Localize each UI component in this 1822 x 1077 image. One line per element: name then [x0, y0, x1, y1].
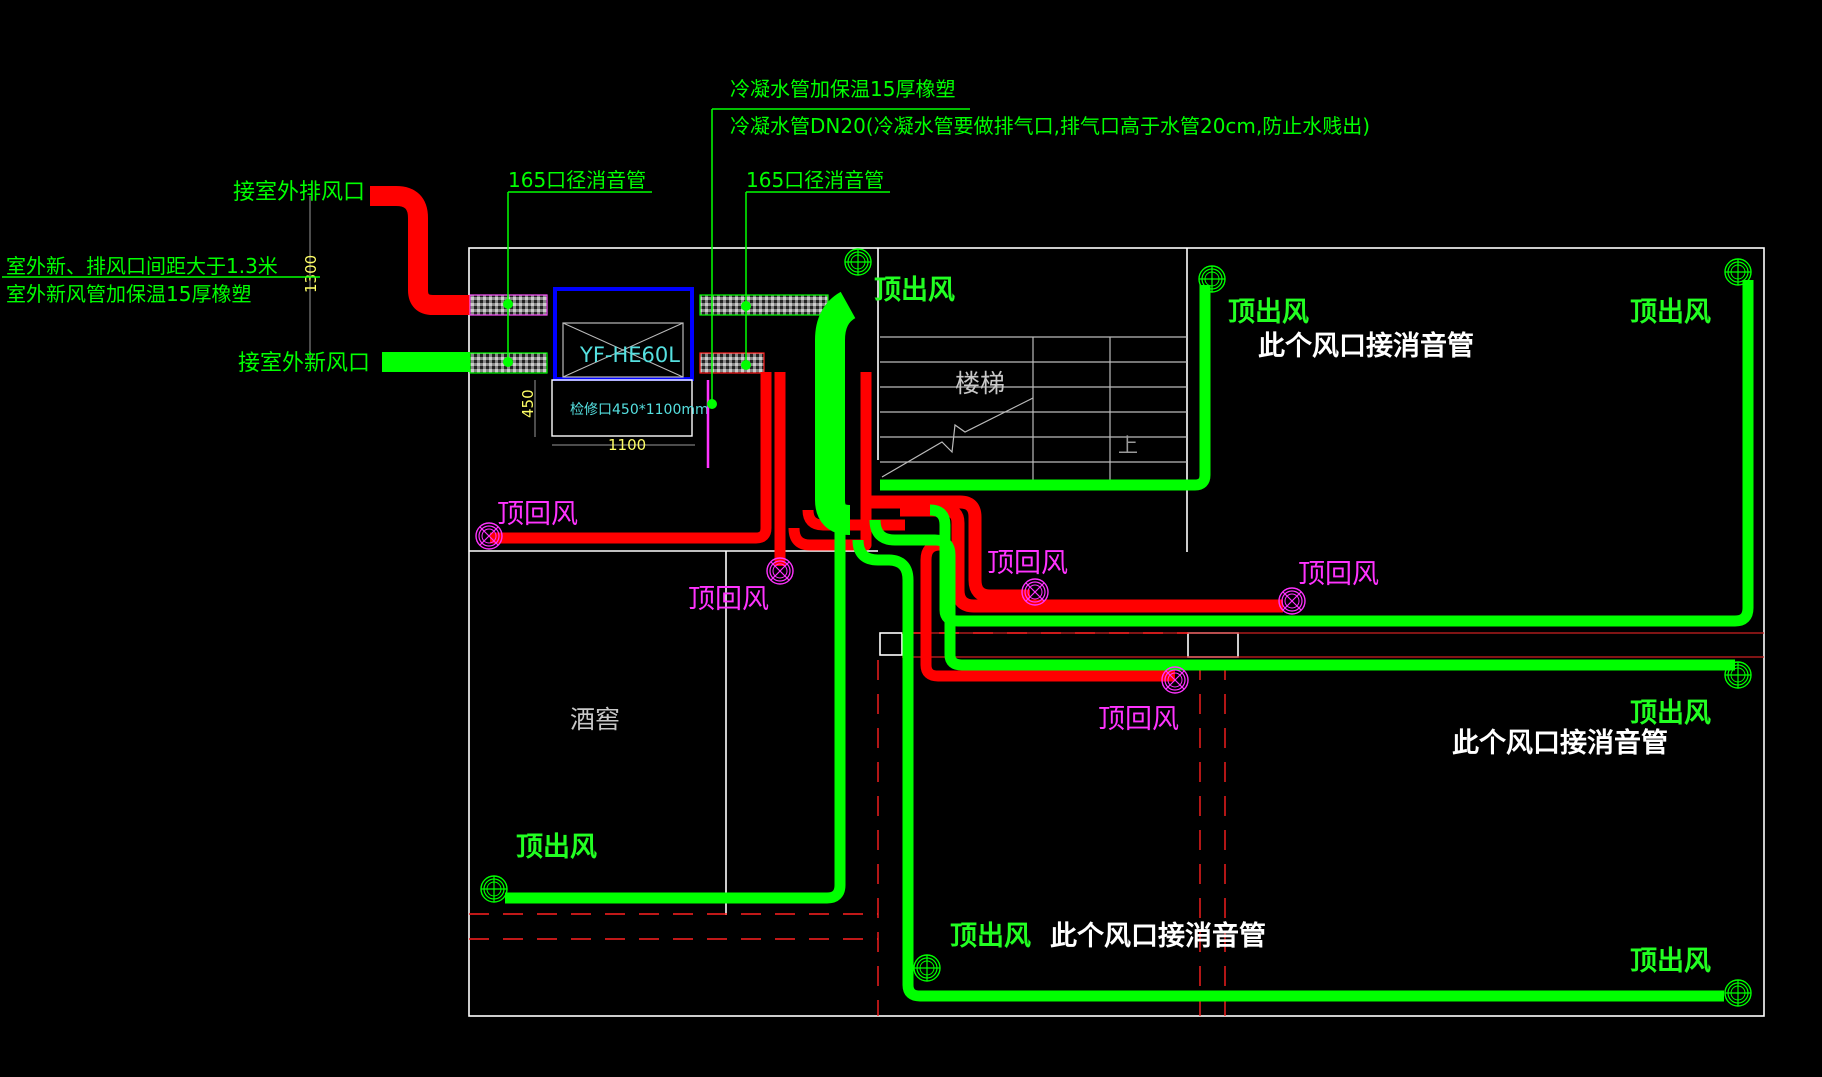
supply-label: 顶出风 — [1630, 698, 1711, 729]
staircase: 楼梯 上 — [880, 336, 1187, 483]
supply-diffuser — [1724, 661, 1752, 689]
return-ducts — [490, 372, 1283, 682]
unit-frame — [553, 287, 694, 381]
supply-diffuser — [1198, 265, 1226, 293]
access-panel-label: 检修口450*1100mm — [570, 402, 709, 418]
supply-label: 顶出风 — [1228, 297, 1309, 328]
silencer-required-note: 此个风口接消音管 — [1258, 330, 1474, 362]
supply-label: 顶出风 — [516, 832, 597, 863]
note-silencer-left: 165口径消音管 — [508, 168, 646, 192]
stair-up-label: 上 — [1118, 433, 1138, 457]
outer-wall — [468, 247, 1765, 1017]
note-insulation: 室外新风管加保温15厚橡塑 — [6, 282, 251, 306]
supply-label: 顶出风 — [950, 921, 1031, 952]
column — [1187, 632, 1239, 658]
note-condensate-pipe: 冷凝水管DN20(冷凝水管要做排气口,排气口高于水管20cm,防止水贱出) — [730, 114, 1370, 138]
silencer-return-right — [699, 352, 765, 374]
return-label: 顶回风 — [688, 584, 769, 615]
silencer-required-note: 此个风口接消音管 — [1050, 920, 1266, 952]
note-fresh-inlet: 接室外新风口 — [238, 351, 370, 376]
return-label: 顶回风 — [1298, 559, 1379, 590]
dashed-beams — [469, 632, 1226, 1016]
supply-label: 顶出风 — [874, 275, 955, 306]
supply-diffuser — [1724, 258, 1752, 286]
dim-height: 450 — [519, 389, 537, 418]
supply-diffuser — [844, 248, 872, 276]
supply-ducts — [505, 280, 1754, 1002]
supply-diffuser — [480, 875, 508, 903]
access-panel — [551, 379, 693, 437]
note-spacing: 室外新、排风口间距大于1.3米 — [6, 254, 278, 278]
unit-model: YF-HE60L — [579, 343, 680, 367]
dim-width: 1100 — [608, 436, 646, 454]
note-silencer-right: 165口径消音管 — [746, 168, 884, 192]
return-label: 顶回风 — [987, 548, 1068, 579]
note-condensate-insulation: 冷凝水管加保温15厚橡塑 — [730, 77, 955, 101]
supply-diffuser — [1724, 979, 1752, 1007]
supply-label: 顶出风 — [1630, 946, 1711, 977]
ventilation-unit: YF-HE60L 检修口450*1100mm 450 1100 1300 — [302, 196, 710, 468]
walls — [468, 247, 1765, 1017]
leader-lines — [2, 108, 970, 409]
return-label: 顶回风 — [1098, 704, 1179, 735]
supply-diffuser — [913, 954, 941, 982]
silencer-required-note: 此个风口接消音管 — [1452, 727, 1668, 759]
room-label-stair: 楼梯 — [955, 369, 1005, 398]
room-label-wine-cellar: 酒窖 — [570, 705, 620, 734]
column — [879, 632, 903, 656]
return-label: 顶回风 — [497, 499, 578, 530]
supply-label: 顶出风 — [1630, 297, 1711, 328]
dim-spacing: 1300 — [302, 255, 320, 293]
exhaust-duct-outdoor — [370, 186, 470, 315]
note-exhaust-outlet: 接室外排风口 — [233, 180, 365, 205]
silencer-supply-right — [699, 294, 829, 316]
